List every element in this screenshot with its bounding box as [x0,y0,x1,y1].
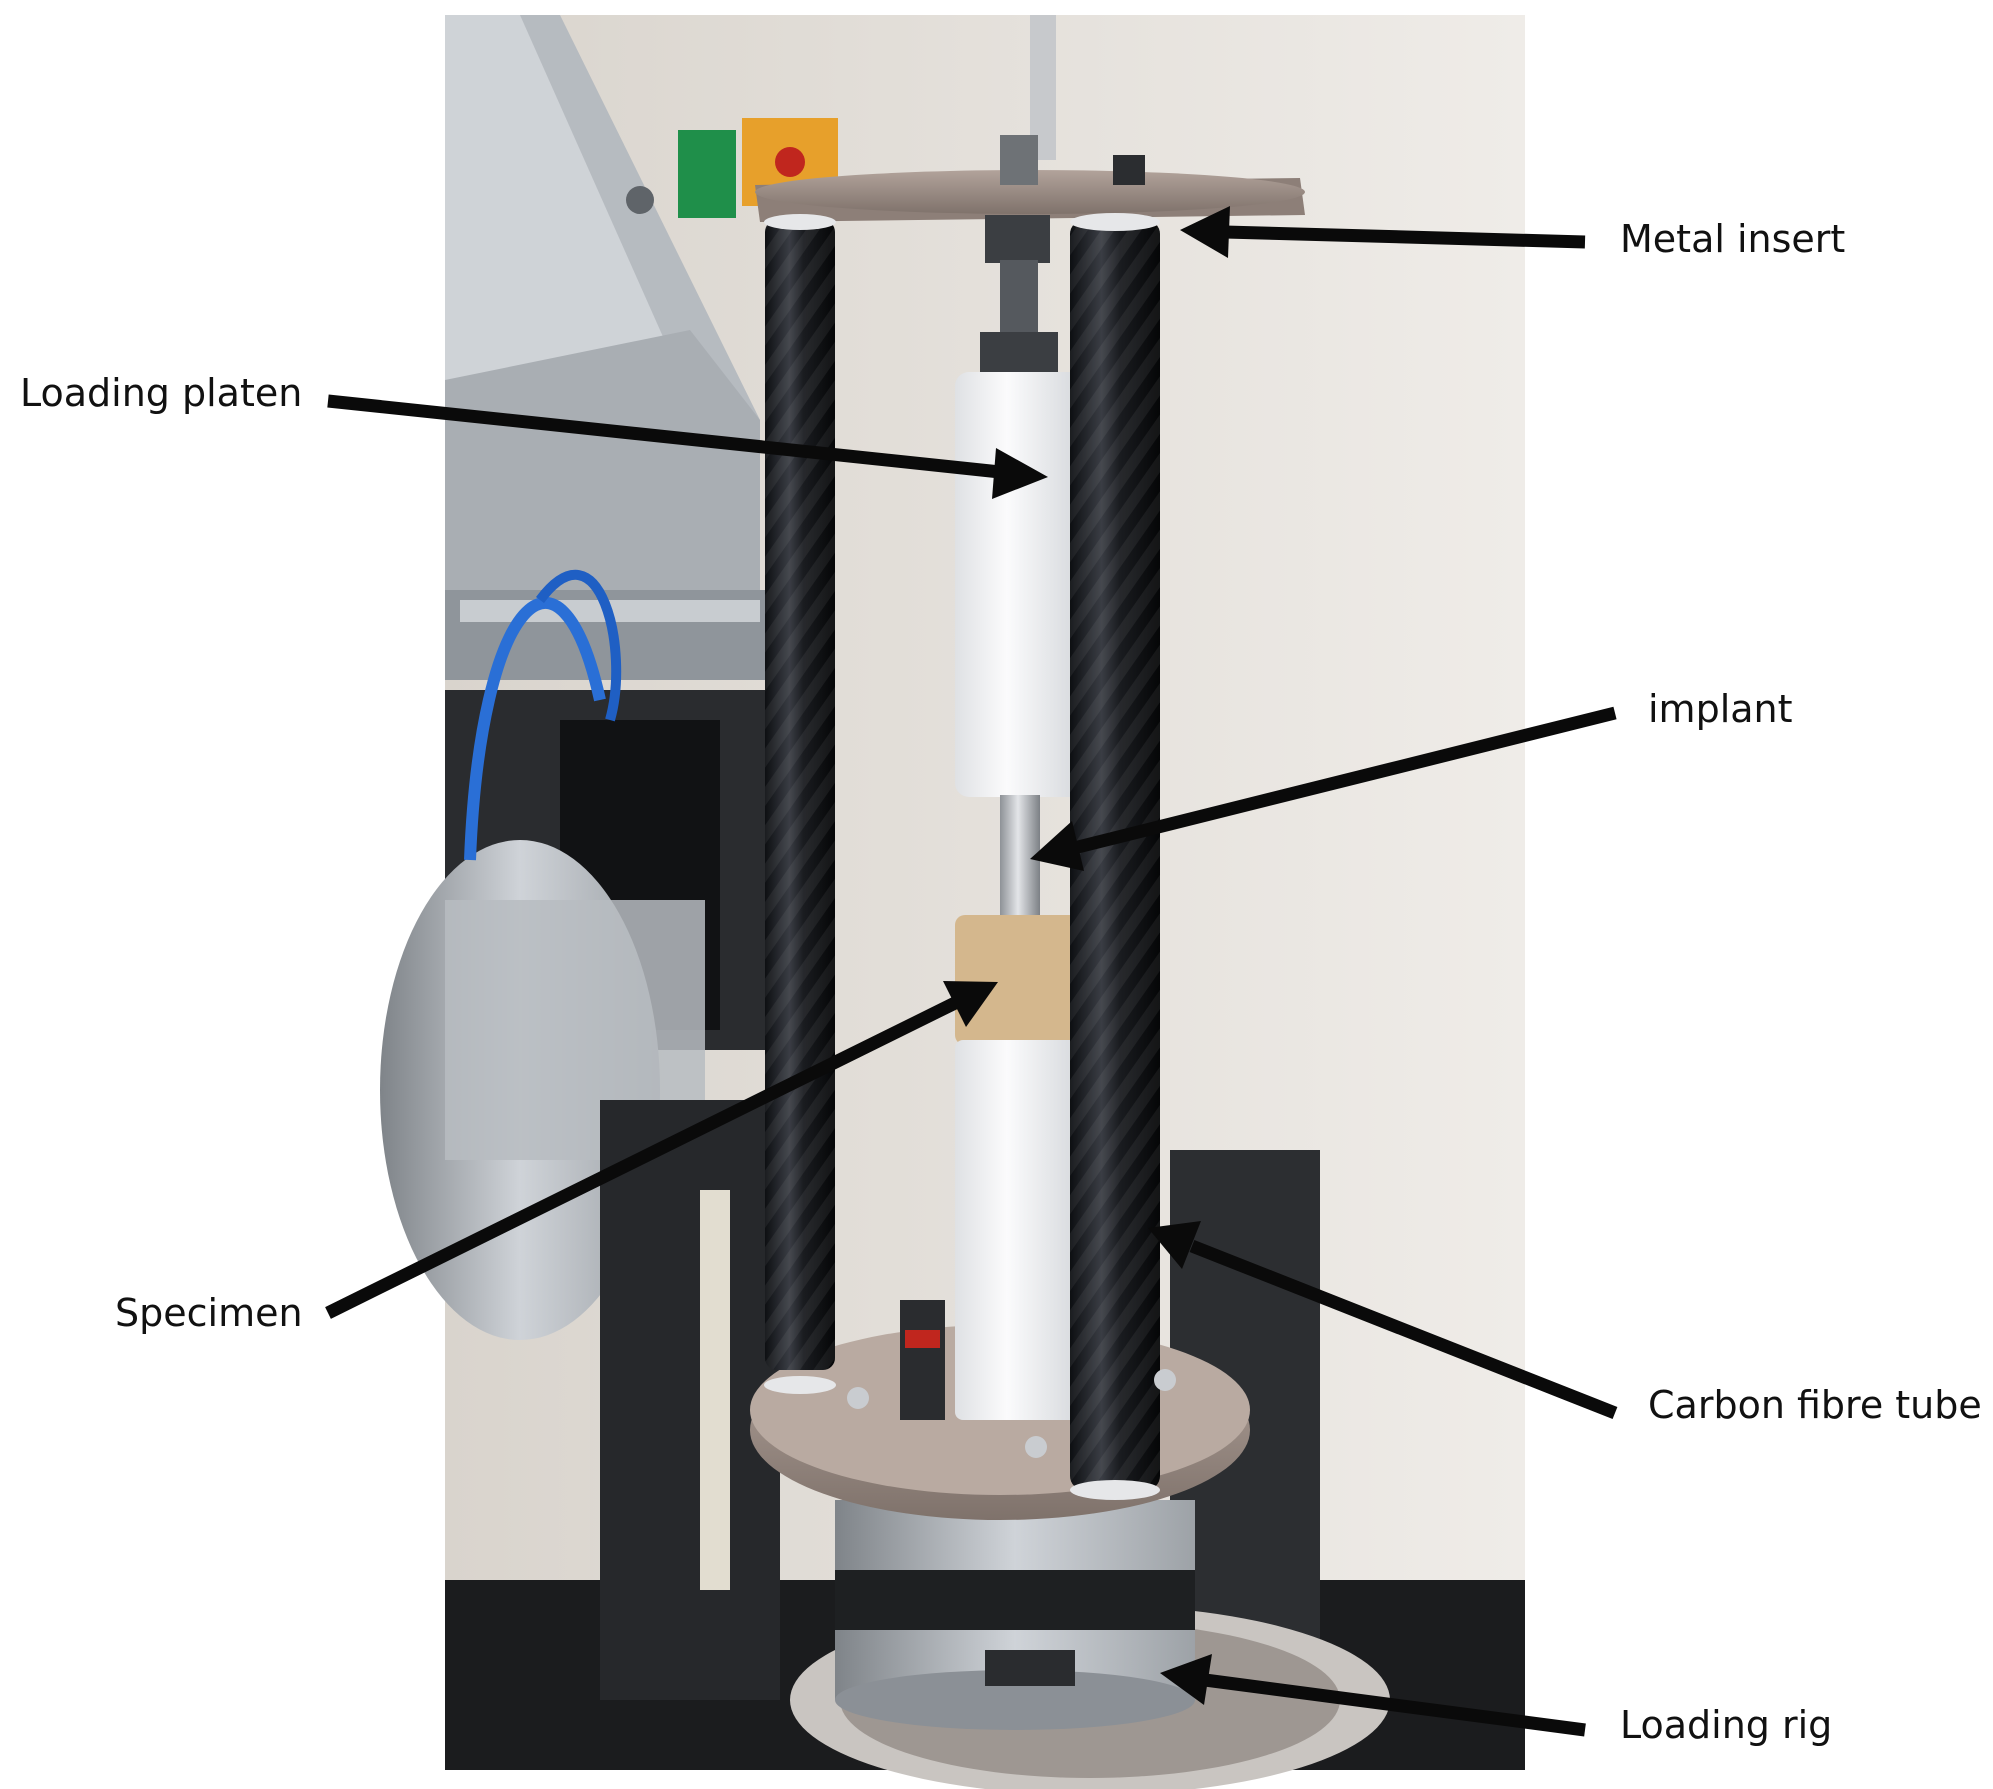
annotation-arrows [325,206,1618,1737]
label-specimen: Specimen [115,1291,303,1335]
xray-machine [380,15,775,1340]
arrow-carbon-fibre-tube [1189,1239,1618,1420]
arrow-metal-insert [1224,225,1586,249]
label-metal-insert: Metal insert [1620,217,1845,261]
blue-cable [464,597,606,861]
carbon-tube-right [1070,213,1160,1500]
label-implant: implant [1648,687,1793,731]
arrow-implant [1076,706,1617,854]
photograph [380,15,1525,1789]
annotation-labels: Metal insert Loading platen implant Spec… [20,217,1982,1747]
threaded-rod [980,215,1058,374]
loading-rig [835,1500,1195,1730]
arrow-loading-platen [327,394,1001,479]
specimen [955,915,1085,1045]
emergency-sign [678,130,736,218]
implant [1000,795,1040,930]
label-loading-platen: Loading platen [20,371,302,415]
loading-platen [955,372,1085,797]
lower-cylinder [955,1040,1085,1420]
carbon-tube-left [764,214,836,1394]
label-loading-rig: Loading rig [1620,1703,1832,1747]
arrow-specimen [325,997,958,1319]
arrow-loading-rig [1204,1673,1586,1737]
label-carbon-fibre-tube: Carbon fibre tube [1648,1383,1982,1427]
top-plate [755,135,1305,222]
